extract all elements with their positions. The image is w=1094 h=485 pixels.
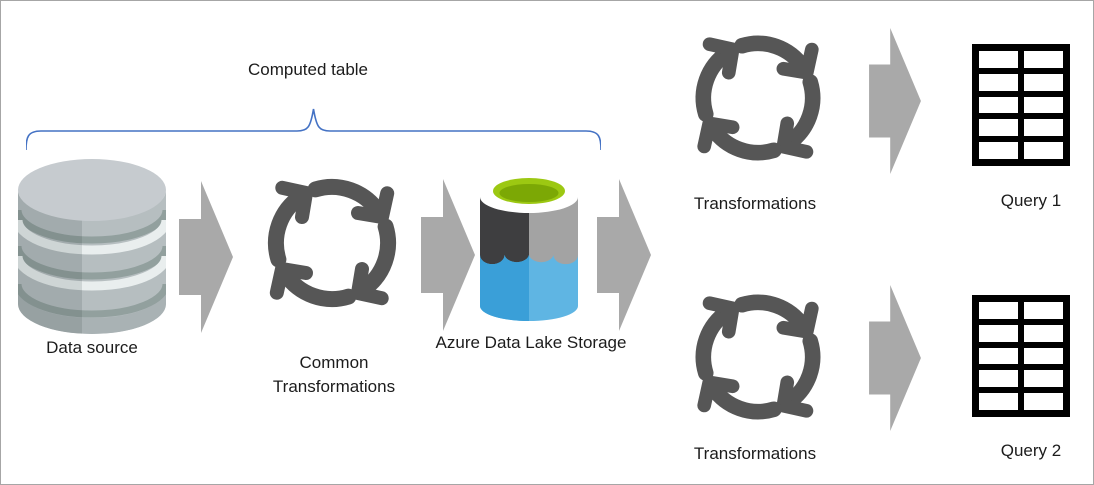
query2-label: Query 2 — [1000, 441, 1062, 460]
data-source-node — [18, 154, 166, 336]
right-arrow-icon — [421, 179, 475, 331]
right-arrow-icon — [179, 181, 233, 333]
right-arrow-icon — [597, 179, 651, 331]
transformations-top-label: Transformations — [693, 194, 817, 213]
right-arrow-icon — [869, 285, 921, 431]
database-icon — [18, 159, 166, 334]
table-grid-icon — [972, 295, 1070, 417]
data-lake-cylinder-icon — [480, 174, 578, 321]
cycle-arrows-icon — [252, 163, 412, 323]
computed-table-label: Computed table — [247, 60, 369, 79]
cycle-arrows-icon — [680, 20, 836, 176]
curly-brace-icon — [26, 108, 601, 150]
data-source-label: Data source — [46, 338, 138, 357]
table-grid-icon — [972, 44, 1070, 166]
right-arrow-icon — [869, 28, 921, 174]
common-transformations-label: Common Transformations — [272, 353, 396, 396]
cycle-arrows-icon — [680, 279, 836, 435]
query1-label: Query 1 — [1000, 191, 1062, 210]
adls-label: Azure Data Lake Storage — [435, 333, 627, 352]
adls-node — [479, 171, 579, 321]
transformations-bottom-label: Transformations — [693, 444, 817, 463]
